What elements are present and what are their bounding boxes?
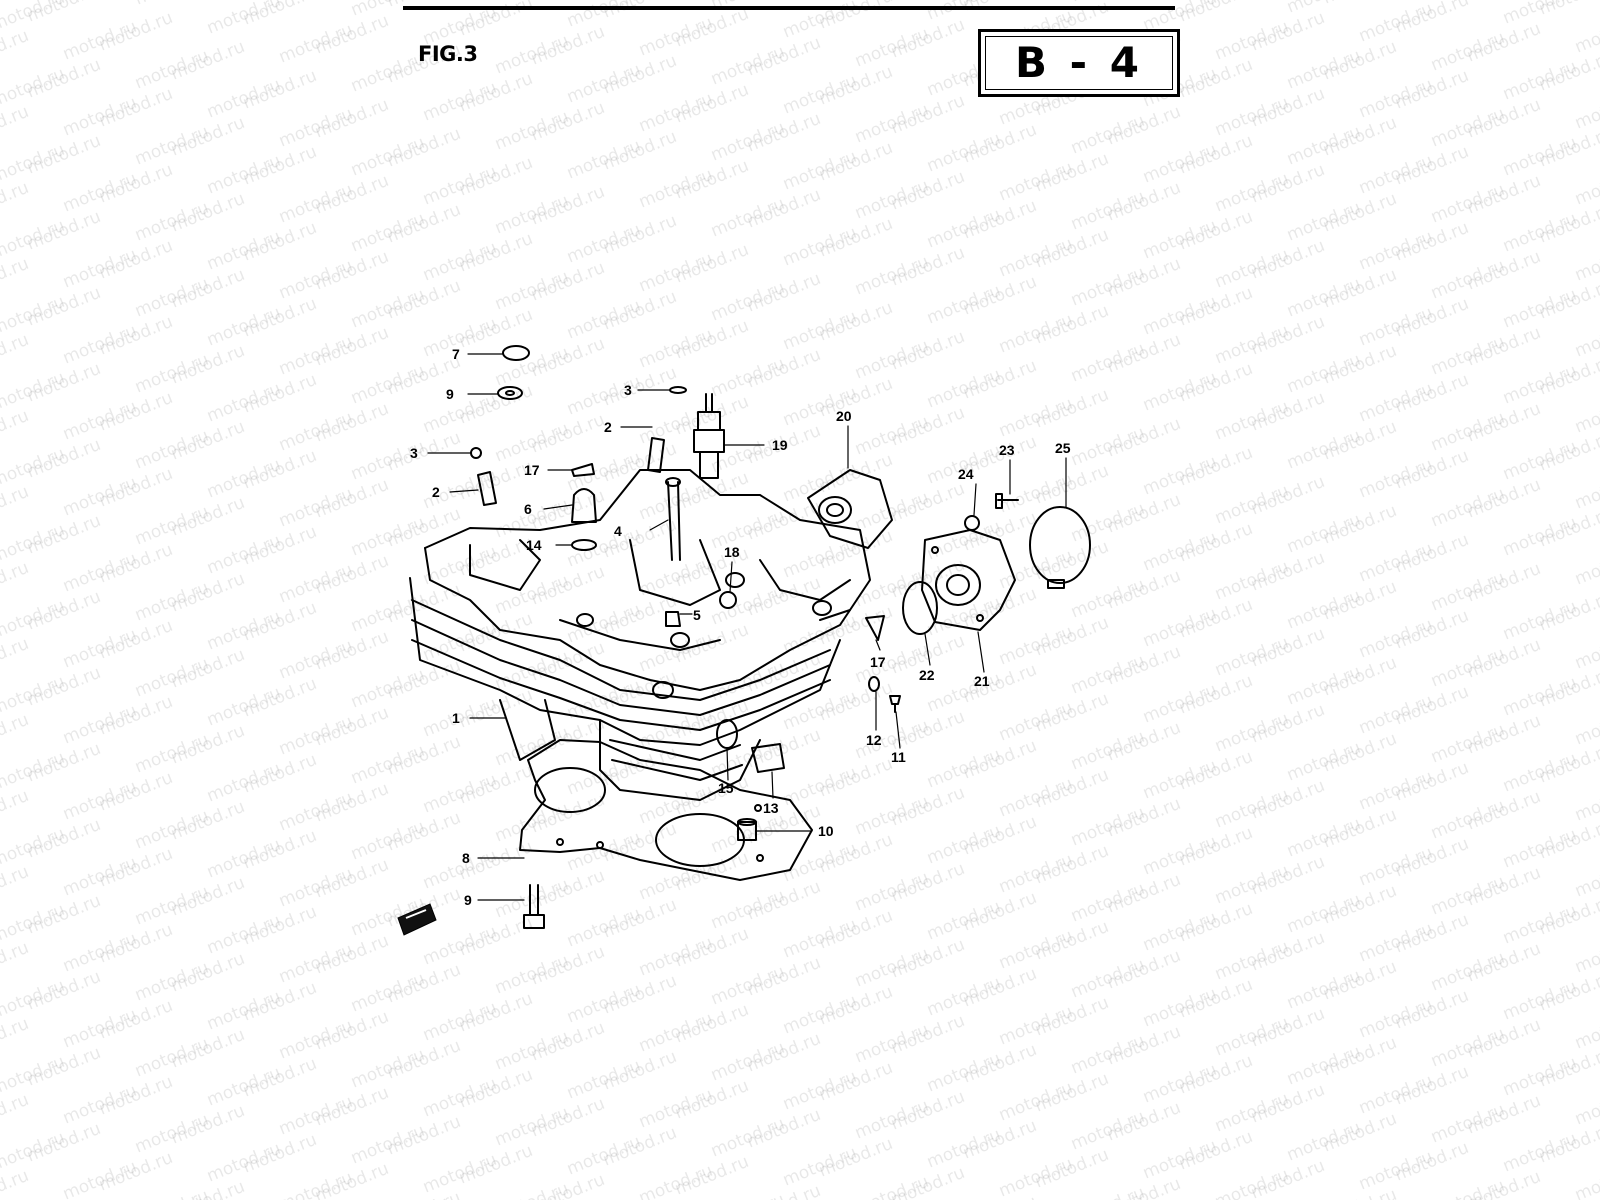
nut: [964, 515, 980, 531]
cylinder-head: [409, 469, 871, 801]
callout-11: 9: [446, 386, 454, 402]
callout-2-left: 2: [432, 484, 440, 500]
callout-13: 11: [891, 749, 906, 765]
figure-label: FIG.3: [418, 42, 478, 66]
dowel-pin: [647, 437, 665, 473]
callout-2: 2: [604, 419, 612, 435]
washer: [497, 386, 523, 400]
callout-15: 13: [763, 800, 779, 816]
key: [865, 615, 885, 641]
callout-14: 12: [866, 732, 882, 748]
callout-21: 21: [974, 673, 990, 689]
bolt: [995, 493, 1019, 509]
callout-3: 3: [624, 382, 632, 398]
callout-19: 19: [772, 437, 788, 453]
callout-24: 24: [958, 466, 974, 482]
top-rule: [403, 6, 1175, 10]
callout-5: 5: [693, 607, 701, 623]
callout-16: 15: [718, 780, 734, 796]
callout-1: 1: [452, 710, 460, 726]
callout-17-right: 17: [870, 654, 886, 670]
callout-17: 17: [524, 462, 540, 478]
o-ring-small: [470, 447, 482, 459]
cap-nut: [571, 488, 597, 523]
callout-8: 10: [818, 823, 834, 839]
callout-25: 25: [1055, 440, 1071, 456]
callout-9: 7: [452, 346, 460, 362]
screw: [889, 695, 901, 713]
intake-pipe: [807, 469, 893, 549]
intake-flange: [921, 529, 1016, 631]
callout-3-left: 3: [410, 445, 418, 461]
hose-clamp: [1029, 506, 1091, 589]
dowel-pin: [477, 471, 497, 506]
gasket-washer: [868, 676, 880, 692]
callout-22: 22: [919, 667, 935, 683]
plug-small: [665, 611, 681, 627]
head-bolt: [523, 884, 545, 929]
key: [571, 463, 595, 477]
callout-6: 8: [462, 850, 470, 866]
drain-plug: [751, 743, 785, 773]
dowel: [737, 821, 757, 841]
callout-20: 20: [836, 408, 852, 424]
callout-12: 14: [526, 537, 542, 553]
callout-10: 6: [524, 501, 532, 517]
page-code-box: B - 4: [978, 29, 1180, 97]
spark-plug: [693, 393, 725, 479]
callout-23: 23: [999, 442, 1015, 458]
callout-4: 4: [614, 523, 622, 539]
o-ring: [902, 581, 938, 635]
fastener-badge: [397, 903, 437, 936]
stud-bolt: [667, 481, 681, 561]
plug: [719, 591, 737, 609]
callout-18: 18: [724, 544, 740, 560]
cap: [502, 345, 530, 361]
callout-7: 9: [464, 892, 472, 908]
o-ring-small: [669, 386, 687, 394]
